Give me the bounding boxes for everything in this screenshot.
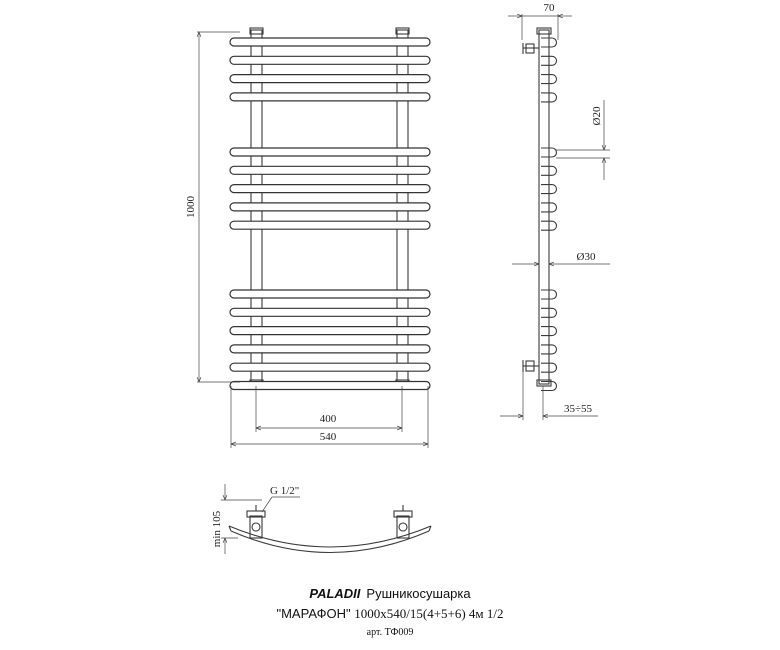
side-wall-mount-bottom (522, 360, 539, 372)
towel-bar-15 (229, 380, 431, 391)
brand-name: PALADII (309, 586, 361, 601)
side-bar-profile-8 (541, 202, 558, 213)
side-bar-profile-14 (541, 362, 558, 373)
curved-bar-inner (230, 530, 430, 553)
left-pipe-connection (246, 505, 266, 539)
front-bars (229, 37, 431, 391)
side-collector (538, 29, 550, 385)
bar-diameter-label: Ø20 (591, 106, 603, 125)
side-bar-profile-5 (541, 147, 558, 158)
side-bar-profile-15 (541, 380, 558, 392)
towel-bar-5 (229, 147, 431, 157)
towel-bar-9 (229, 220, 431, 230)
wall-offset-label: 35÷55 (564, 403, 593, 415)
towel-bar-6 (229, 165, 431, 175)
towel-bar-11 (229, 307, 431, 317)
right-collector-top-cap (395, 27, 410, 35)
depth-label: 70 (544, 2, 556, 14)
side-bar-profile-13 (541, 344, 558, 355)
side-bar-profile-2 (541, 55, 558, 66)
towel-bar-3 (229, 73, 431, 84)
towel-bar-7 (229, 184, 431, 194)
towel-bar-8 (229, 202, 431, 212)
side-bar-profile-10 (541, 289, 558, 300)
side-bar-profile-7 (541, 184, 558, 195)
side-bar-profile-4 (541, 92, 558, 103)
left-collector-top-cap (249, 27, 264, 35)
side-wall-mount-top (522, 43, 539, 54)
side-bar-profile-3 (541, 74, 558, 85)
side-bar-profile-12 (541, 326, 558, 337)
right-pipe-connection (393, 505, 413, 539)
height-label: 1000 (185, 196, 197, 219)
side-bars (541, 37, 558, 392)
towel-bar-4 (229, 92, 431, 102)
model-spec: 1000x540/15(4+5+6) 4м 1/2 (354, 606, 504, 621)
side-view: 70 Ø20 Ø30 35÷55 (500, 2, 610, 420)
towel-bar-1 (229, 37, 431, 47)
thread-label: G 1/2" (270, 485, 299, 497)
towel-bar-10 (229, 289, 431, 299)
caption-article: арт. ТФ009 (366, 627, 414, 638)
min-clearance-label: min 105 (211, 510, 223, 547)
outer-width-label: 540 (320, 431, 337, 443)
product-type: Рушникосушарка (366, 586, 471, 601)
bottom-view: G 1/2" min 105 (211, 484, 432, 554)
side-bar-profile-9 (541, 220, 558, 231)
towel-bar-12 (229, 326, 431, 336)
side-collector-top-cap (536, 27, 552, 35)
curved-bar-outer (228, 525, 432, 548)
caption-model: "МАРАФОН" 1000x540/15(4+5+6) 4м 1/2 (0, 606, 780, 622)
inner-width-label: 400 (320, 413, 337, 425)
front-view: 1000 400 540 (185, 27, 431, 448)
tube-diameter-label: Ø30 (577, 251, 596, 263)
side-bar-profile-6 (541, 165, 558, 176)
towel-bar-14 (229, 362, 431, 372)
towel-bar-2 (229, 55, 431, 65)
side-collector-bottom-cap (536, 379, 552, 387)
side-bar-profile-1 (541, 37, 558, 48)
model-name: "МАРАФОН" (276, 606, 351, 621)
towel-bar-13 (229, 344, 431, 354)
caption-title: PALADII Рушникосушарка (0, 586, 780, 601)
side-bar-profile-11 (541, 307, 558, 318)
